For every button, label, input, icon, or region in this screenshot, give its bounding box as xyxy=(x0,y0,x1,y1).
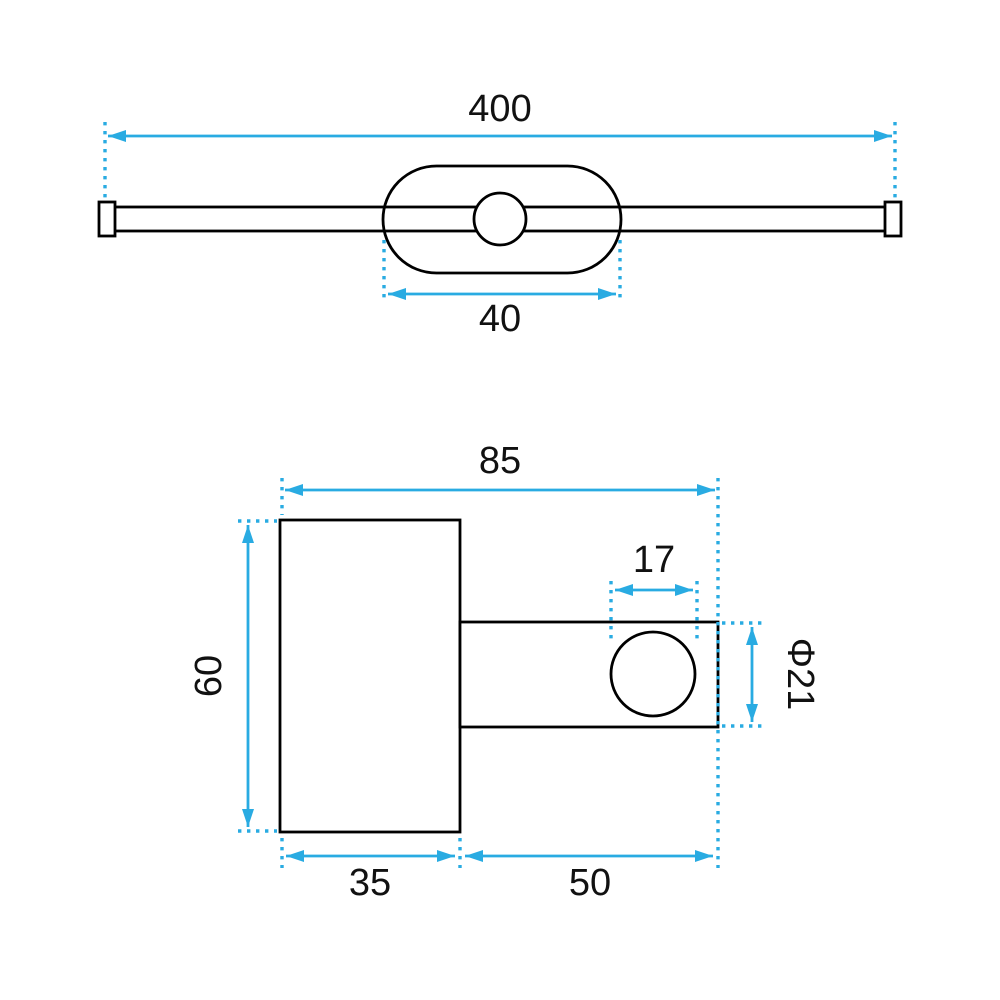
dim-label-hub-width: 17 xyxy=(633,539,675,581)
dim-label-body-height: 60 xyxy=(188,655,230,697)
bar-end-cap-right xyxy=(883,200,903,238)
dim-label-body-depth: 35 xyxy=(349,862,391,904)
arm-circle xyxy=(609,630,697,718)
mount-hub xyxy=(472,191,528,247)
front-view: 400 40 xyxy=(97,88,903,340)
body-side xyxy=(278,518,462,834)
dim-label-mount-width: 40 xyxy=(479,298,521,340)
dim-label-arm-diameter: Φ21 xyxy=(779,638,821,711)
side-view: 85 17 60 Φ21 xyxy=(188,440,821,904)
dim-label-arm-length: 50 xyxy=(569,862,611,904)
dim-label-overall-width: 400 xyxy=(468,88,531,130)
dim-label-overall-depth: 85 xyxy=(479,440,521,482)
bar-end-cap-left xyxy=(97,200,117,238)
